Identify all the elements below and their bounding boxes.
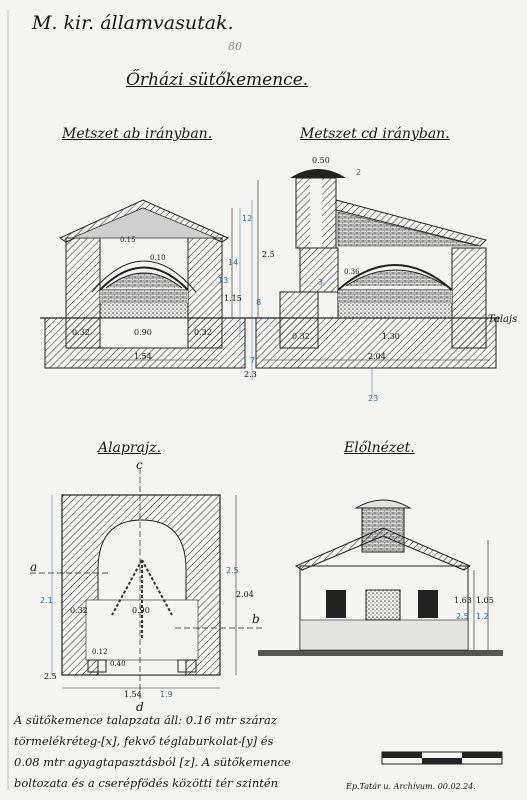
dim-cd-inner: 1.30 — [382, 332, 400, 341]
dim-plan-inner: 0.90 — [132, 606, 150, 615]
note-line: A sütőkemence talapzata áll: 0.16 mtr sz… — [14, 713, 277, 727]
dim-ab-inner: 0.90 — [134, 328, 152, 337]
blue-dim-cd-2: 3 — [318, 278, 324, 287]
dim-ab-arch: 0.10 — [150, 254, 166, 262]
dim-cd-left: 2.5 — [262, 250, 275, 259]
dim-cd-depth: 2.3 — [244, 370, 257, 379]
dim-cd-total: 2.04 — [368, 352, 386, 361]
section-cd-title: Metszet cd irányban. — [300, 126, 450, 142]
section-ab-title: Metszet ab irányban. — [62, 126, 213, 142]
archive-stamp: Ép.Tatár u. Archívum. 00.02.24. — [346, 782, 476, 791]
cut-label-d: d — [136, 700, 144, 714]
dim-ab-vault: 0.15 — [120, 236, 136, 244]
blue-dim-ab-3: 12 — [242, 214, 253, 223]
dim-ab-height: 1.15 — [224, 294, 242, 303]
dim-ab-left-wall: 0.32 — [72, 328, 90, 337]
blue-dim-ab-2: 13 — [218, 276, 229, 285]
dim-plan-small: 0.12 — [92, 648, 108, 656]
blue-dim-ab-1: 14 — [228, 258, 239, 267]
dim-cd-front: 0.32 — [292, 332, 310, 341]
dim-plan-step: 0.40 — [110, 660, 126, 668]
blue-dim-front-1: 2.5 — [456, 612, 469, 621]
blue-dim-cd-3: 23 — [368, 394, 379, 403]
cut-label-b: b — [252, 612, 260, 626]
document-title: M. kir. államvasutak. — [32, 12, 234, 34]
dim-plan-front: 2.5 — [44, 672, 57, 681]
note-line: törmelékréteg-[x], fekvő téglaburkolat-[… — [14, 734, 274, 748]
front-view-title: Előlnézet. — [344, 440, 415, 456]
blue-dim-cd-5: 7 — [250, 356, 256, 365]
dim-plan-length: 2.04 — [236, 590, 254, 599]
dim-front-wall: 1.63 — [454, 596, 472, 605]
dim-ab-right-wall: 0.32 — [194, 328, 212, 337]
foundation-note: A sütőkemence talapzata áll: 0.16 mtr sz… — [14, 710, 291, 794]
document-subtitle: Őrházi sütőkemence. — [126, 70, 309, 90]
dim-cd-chimney: 0.50 — [312, 156, 330, 165]
blue-dim-plan-1: 2.1 — [40, 596, 53, 605]
plan-title: Alaprajz. — [98, 440, 162, 456]
scale-bar — [381, 751, 503, 765]
pencil-page-number: 80 — [228, 40, 242, 53]
blue-dim-front-2: 1.2 — [476, 612, 489, 621]
dim-front-height: 1.05 — [476, 596, 494, 605]
blue-dim-cd-4: 8 — [256, 298, 262, 307]
front-elevation-drawing — [258, 499, 503, 656]
section-ab-drawing — [40, 199, 250, 369]
section-cd-drawing — [250, 169, 500, 395]
dim-plan-wall: 0.32 — [70, 606, 88, 615]
note-line: boltozata és a cserépfödés közötti tér s… — [14, 776, 279, 790]
ground-level-label: Talajs — [488, 314, 518, 325]
note-line: 0.08 mtr agyagtapasztásból [z]. A sütőke… — [14, 755, 291, 769]
cut-label-c: c — [136, 458, 143, 472]
dim-ab-total: 1.54 — [134, 352, 152, 361]
blue-dim-cd-1: 2 — [356, 168, 362, 177]
blue-dim-plan-2: 2.5 — [226, 566, 239, 575]
dim-cd-mouth: 0.36 — [344, 268, 360, 276]
blue-dim-plan-3: 1.9 — [160, 690, 173, 699]
dim-plan-width: 1.54 — [124, 690, 142, 699]
cut-label-a: a — [30, 560, 38, 574]
plan-drawing — [30, 468, 262, 700]
